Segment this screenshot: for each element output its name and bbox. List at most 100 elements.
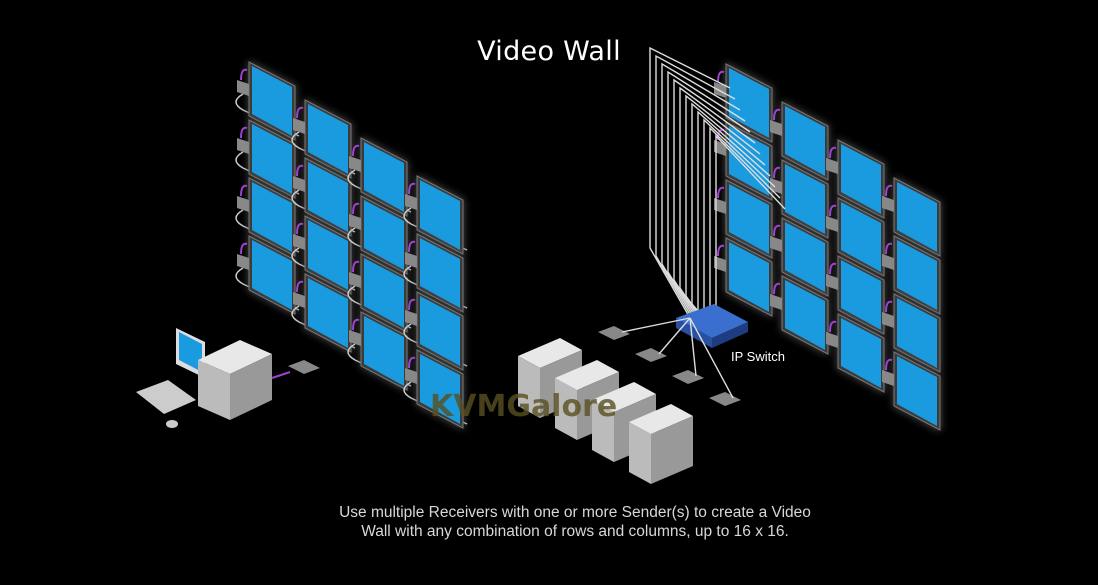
hdmi-cable (240, 242, 248, 255)
receiver-pc-front (592, 400, 614, 462)
switch-cable (679, 86, 756, 319)
network-cable (291, 247, 356, 291)
receiver-box (237, 138, 249, 154)
receiver-box (405, 368, 417, 384)
hdmi-cable (296, 280, 304, 293)
screen (308, 220, 348, 290)
receiver-box (770, 178, 782, 194)
network-cable (347, 285, 412, 329)
screen (364, 316, 404, 386)
receiver-box (349, 214, 361, 230)
keyboard (136, 380, 196, 414)
hdmi-cable (240, 184, 248, 197)
receiver-box (293, 234, 305, 250)
hdmi-cable (829, 320, 837, 333)
network-cable (291, 131, 356, 175)
receiver-box (826, 332, 838, 348)
receiver-box (882, 196, 894, 212)
receiver-pc-top (518, 338, 582, 368)
screen (785, 280, 825, 350)
network-cable (689, 317, 697, 377)
screen (420, 354, 460, 424)
screen (420, 296, 460, 366)
hdmi-cable (717, 244, 725, 257)
receiver-box (709, 392, 741, 406)
hdmi-cable (296, 106, 304, 119)
receiver-box (672, 370, 704, 384)
receiver-box (237, 196, 249, 212)
hdmi-cable (408, 240, 416, 253)
receiver-box (882, 254, 894, 270)
hdmi-cable (829, 204, 837, 217)
receiver-box (714, 198, 726, 214)
switch-cable (661, 62, 741, 319)
hdmi-cable (352, 260, 360, 273)
receiver-pc-side (651, 416, 693, 484)
network-cable (347, 343, 412, 387)
screen (729, 184, 769, 254)
network-cable (235, 93, 300, 137)
receiver-box (770, 294, 782, 310)
hdmi-cable (829, 262, 837, 275)
diagram-title: Video Wall (477, 36, 621, 67)
receiver-pc-front (555, 378, 577, 440)
hdmi-cable (773, 224, 781, 237)
screen (420, 238, 460, 308)
receiver-box (293, 118, 305, 134)
screen (252, 182, 292, 252)
ip-switch-label: IP Switch (731, 349, 785, 364)
receiver-box (826, 158, 838, 174)
screen (729, 68, 769, 138)
hdmi-cable (885, 358, 893, 371)
screen (364, 258, 404, 328)
receiver-pc-front (629, 422, 651, 484)
hdmi-cable (408, 298, 416, 311)
hdmi-cable (773, 166, 781, 179)
network-cable (291, 189, 356, 233)
watermark-logo: KVMGalore (430, 389, 617, 424)
receiver-box (882, 312, 894, 328)
screen (308, 104, 348, 174)
network-cable (235, 151, 300, 195)
receiver-pc-top (555, 360, 619, 390)
pc-side (230, 354, 272, 420)
receiver-box (293, 176, 305, 192)
hdmi-cable (271, 371, 291, 379)
network-cable (347, 227, 412, 271)
switch-cable (655, 54, 736, 319)
screen (841, 260, 881, 330)
pc-top (198, 340, 272, 374)
screen (308, 278, 348, 348)
hdmi-cable (352, 318, 360, 331)
hdmi-cable (352, 202, 360, 215)
screen (785, 222, 825, 292)
receiver-box (770, 236, 782, 252)
receiver-box (882, 370, 894, 386)
receiver-box (714, 82, 726, 98)
screen (841, 318, 881, 388)
switch-cable (673, 78, 751, 319)
screen (729, 242, 769, 312)
receiver-box (405, 194, 417, 210)
receiver-box (405, 252, 417, 268)
caption-line-2: Wall with any combination of rows and co… (361, 523, 789, 540)
screen (841, 202, 881, 272)
receiver-box (826, 274, 838, 290)
network-cable (403, 323, 468, 367)
network-cable (291, 305, 356, 349)
hdmi-cable (296, 222, 304, 235)
pc-front (198, 360, 230, 420)
receiver-box (237, 254, 249, 270)
network-cable (621, 317, 691, 333)
ip-switch-top (676, 304, 748, 338)
hdmi-cable (717, 186, 725, 199)
receiver-box (405, 310, 417, 326)
receiver-box (826, 216, 838, 232)
network-cable (689, 317, 734, 399)
switch-cable (667, 70, 746, 319)
diagram-caption: Use multiple Receivers with one or more … (300, 503, 850, 541)
hdmi-cable (240, 68, 248, 81)
screen (785, 164, 825, 234)
monitor-screen (179, 332, 202, 372)
